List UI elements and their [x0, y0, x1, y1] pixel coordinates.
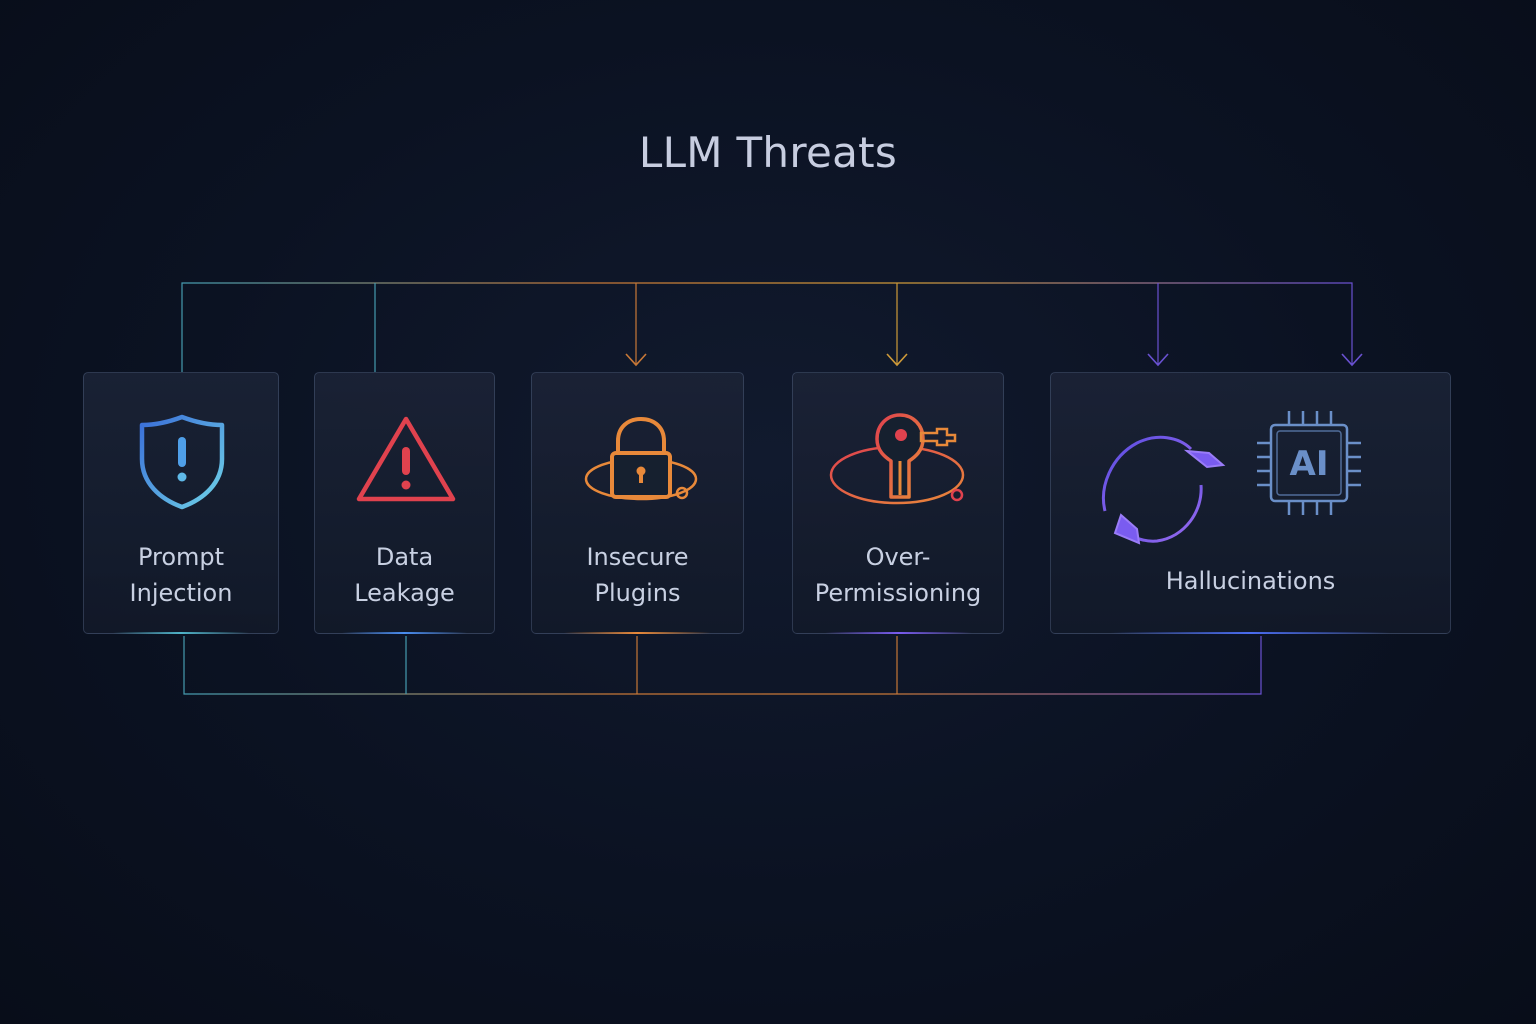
cycle-arrows-icon	[1102, 435, 1226, 545]
card-prompt-injection: Prompt Injection	[83, 372, 279, 634]
card-data-leakage: Data Leakage	[314, 372, 495, 634]
top-bus-line	[181, 282, 1353, 372]
arrow-head	[1341, 353, 1363, 367]
arrow-head	[625, 353, 647, 367]
card-insecure-plugins: Insecure Plugins	[531, 372, 744, 634]
card-label: Over- Permissioning	[814, 543, 982, 607]
padlock-plugin-icon	[584, 416, 698, 501]
warning-triangle-icon	[356, 416, 456, 502]
ai-chip-icon: AI	[1257, 411, 1361, 515]
card-hallucinations: AI Hallucinations	[1050, 372, 1451, 634]
bottom-bus-line	[183, 636, 1262, 695]
card-label: Hallucinations	[1165, 567, 1336, 595]
card-over-permissioning: Over- Permissioning	[792, 372, 1004, 634]
card-label: Data Leakage	[354, 543, 455, 607]
key-access-icon	[829, 413, 965, 505]
card-label: Prompt Injection	[129, 543, 233, 607]
page-title: LLM Threats	[638, 128, 898, 177]
arrow-head	[886, 353, 908, 367]
chip-label: AI	[1290, 444, 1329, 484]
card-label: Insecure Plugins	[586, 543, 689, 607]
arrow-head	[1147, 353, 1169, 367]
shield-warning-icon	[139, 414, 225, 510]
